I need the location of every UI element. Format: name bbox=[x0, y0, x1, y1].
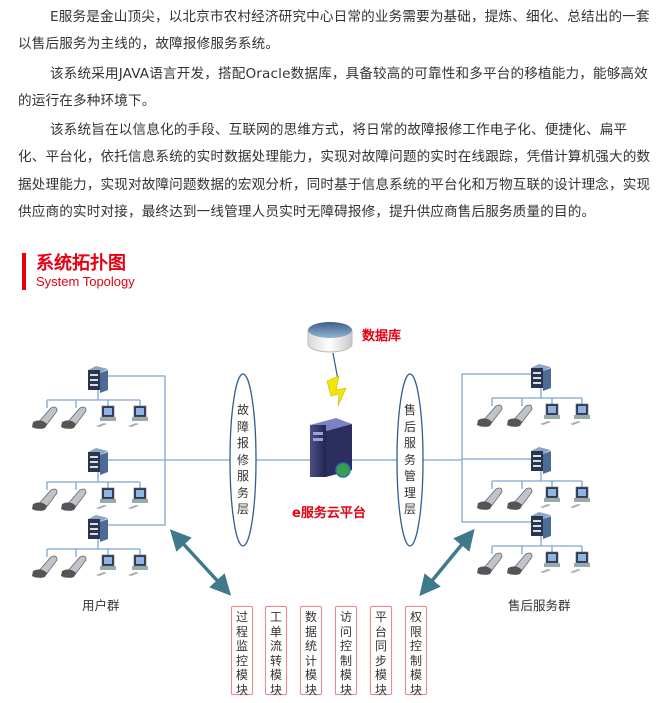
left-bidirectional-arrow bbox=[169, 529, 232, 596]
left-layer-label: 故障报修服务层 bbox=[236, 403, 249, 516]
network-switch-icon bbox=[531, 447, 551, 474]
computer-icon bbox=[128, 405, 148, 427]
computer-icon bbox=[570, 551, 590, 573]
database-icon bbox=[307, 322, 353, 353]
right-layer-ellipse bbox=[396, 373, 424, 547]
computer-icon bbox=[128, 554, 148, 576]
network-switch-icon bbox=[531, 364, 551, 391]
computer-icon bbox=[540, 403, 560, 425]
module-data-statistics: 数据统计模块 bbox=[300, 606, 322, 697]
computer-icon bbox=[96, 405, 116, 427]
database-label: 数据库 bbox=[362, 329, 402, 344]
phone-icon bbox=[477, 404, 503, 427]
section-subtitle: System Topology bbox=[36, 274, 135, 289]
module-permission-control: 权限控制模块 bbox=[405, 606, 427, 697]
right-layer-label: 售后服务管理层 bbox=[403, 403, 416, 516]
phone-icon bbox=[32, 488, 58, 511]
user-group-label: 用户群 bbox=[82, 598, 120, 613]
network-switch-icon bbox=[88, 448, 108, 475]
module-access-control: 访问控制模块 bbox=[335, 606, 357, 697]
module-process-monitoring: 过程监控模块 bbox=[231, 606, 253, 697]
network-switch-icon bbox=[88, 366, 108, 393]
module-platform-sync: 平台同步模块 bbox=[370, 606, 392, 697]
phone-icon bbox=[32, 555, 58, 578]
section-title: 系统拓扑图 bbox=[36, 253, 126, 274]
computer-icon bbox=[96, 487, 116, 509]
right-bidirectional-arrow bbox=[419, 528, 475, 597]
intro-paragraph-1: E服务是金山顶尖，以北京市农村经济研究中心日常的业务需要为基础，提炼、细化、总结… bbox=[18, 9, 650, 53]
lightning-link-icon bbox=[326, 352, 347, 407]
phone-icon bbox=[507, 552, 533, 575]
intro-paragraph-2: 该系统采用JAVA语言开发，搭配Oracle数据库，具备较高的可靠性和多平台的移… bbox=[18, 66, 648, 110]
computer-icon bbox=[540, 486, 560, 508]
network-switch-icon bbox=[88, 515, 108, 542]
computer-icon bbox=[96, 554, 116, 576]
platform-label: e服务云平台 bbox=[292, 506, 366, 521]
phone-icon bbox=[477, 552, 503, 575]
phone-icon bbox=[507, 487, 533, 510]
module-work-order-flow: 工单流转模块 bbox=[265, 606, 287, 697]
service-group-label: 售后服务群 bbox=[508, 598, 571, 613]
computer-icon bbox=[128, 487, 148, 509]
network-switch-icon bbox=[531, 512, 551, 539]
section-accent-bar bbox=[22, 253, 26, 290]
phone-icon bbox=[32, 406, 58, 429]
intro-paragraph-3: 该系统旨在以信息化的手段、互联网的思维方式，将日常的故障报修工作电子化、便捷化、… bbox=[18, 122, 651, 220]
computer-icon bbox=[540, 551, 560, 573]
phone-icon bbox=[477, 487, 503, 510]
left-layer-ellipse bbox=[229, 373, 257, 547]
phone-icon bbox=[61, 555, 87, 578]
server-icon bbox=[310, 418, 352, 478]
phone-icon bbox=[507, 404, 533, 427]
computer-icon bbox=[570, 403, 590, 425]
phone-icon bbox=[61, 406, 87, 429]
phone-icon bbox=[61, 488, 87, 511]
computer-icon bbox=[570, 486, 590, 508]
